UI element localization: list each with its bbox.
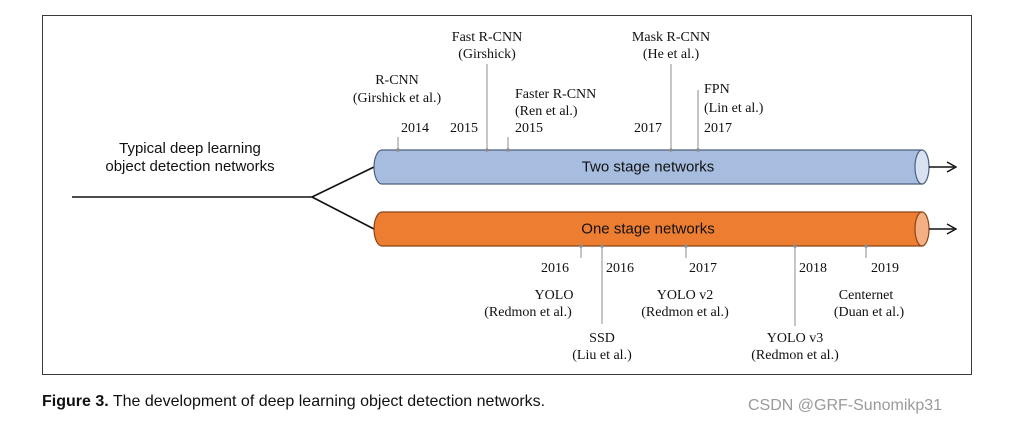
two-stage-pipe (373, 149, 930, 185)
branch-upper (311, 166, 375, 198)
event-author-fast-rcnn: (Girshick) (458, 47, 516, 62)
root-label-line-2: object detection networks (105, 158, 275, 175)
marker-dot-ssd (600, 244, 604, 248)
watermark: CSDN @GRF-Sunomikp31 (748, 397, 943, 414)
marker-dot-fpn (696, 148, 700, 152)
event-author-rcnn: (Girshick et al.) (352, 91, 442, 106)
event-year-yolo: 2016 (541, 261, 569, 276)
event-year-yolo-v3: 2018 (799, 261, 827, 276)
event-author-mask-rcnn: (He et al.) (642, 47, 700, 62)
event-author-fpn: (Lin et al.) (704, 101, 764, 116)
marker-dot-yolo (579, 244, 583, 248)
event-author-yolo-v3: (Redmon et al.) (751, 348, 839, 363)
figure-frame (42, 15, 972, 375)
event-name-ssd: SSD (589, 331, 615, 346)
event-author-ssd: (Liu et al.) (572, 348, 632, 363)
event-author-yolo-v2: (Redmon et al.) (641, 305, 729, 320)
event-author-faster-rcnn: (Ren et al.) (515, 104, 578, 119)
marker-dot-yolo-v2 (684, 244, 688, 248)
figure-caption-text: The development of deep learning object … (108, 393, 546, 410)
event-name-yolo: YOLO (534, 288, 574, 303)
root-label: Typical deep learning object detection n… (105, 140, 274, 176)
event-year-rcnn: 2014 (401, 121, 429, 136)
event-name-fpn: FPN (704, 82, 730, 97)
event-name-rcnn: R-CNN (375, 73, 419, 88)
two-stage-pipe-body (373, 149, 923, 185)
event-name-yolo-v2: YOLO v2 (656, 288, 714, 303)
figure-caption: Figure 3. The development of deep learni… (42, 393, 545, 411)
one-stage-pipe-end (914, 211, 930, 247)
branch-lower (311, 196, 375, 230)
marker-dot-fast-rcnn (485, 148, 489, 152)
event-year-ssd: 2016 (606, 261, 634, 276)
event-year-mask-rcnn: 2017 (634, 121, 662, 136)
one-stage-pipe (373, 211, 930, 247)
event-name-faster-rcnn: Faster R-CNN (515, 87, 597, 102)
one-stage-pipe-body (373, 211, 923, 247)
event-year-faster-rcnn: 2015 (515, 121, 543, 136)
two-stage-arrow-head (946, 161, 958, 173)
event-name-yolo-v3: YOLO v3 (766, 331, 824, 346)
one-stage-arrow-head (946, 223, 958, 235)
two-stage-label: Two stage networks (581, 158, 715, 176)
event-year-yolo-v2: 2017 (689, 261, 717, 276)
event-name-mask-rcnn: Mask R-CNN (631, 30, 711, 45)
event-name-centernet: Centernet (838, 288, 894, 303)
event-year-centernet: 2019 (871, 261, 899, 276)
event-author-yolo: (Redmon et al.) (484, 305, 572, 320)
marker-dot-faster-rcnn (506, 148, 510, 152)
marker-dot-mask-rcnn (669, 148, 673, 152)
event-name-fast-rcnn: Fast R-CNN (451, 30, 523, 45)
marker-dot-centernet (864, 244, 868, 248)
one-stage-label: One stage networks (581, 220, 715, 238)
marker-dot-yolo-v3 (793, 244, 797, 248)
root-label-line-1: Typical deep learning (119, 140, 261, 157)
two-stage-pipe-end (914, 149, 930, 185)
figure-caption-label: Figure 3. (42, 393, 109, 410)
marker-dot-rcnn (396, 148, 400, 152)
event-year-fast-rcnn: 2015 (450, 121, 478, 136)
event-author-centernet: (Duan et al.) (833, 305, 905, 320)
event-year-fpn: 2017 (704, 121, 732, 136)
